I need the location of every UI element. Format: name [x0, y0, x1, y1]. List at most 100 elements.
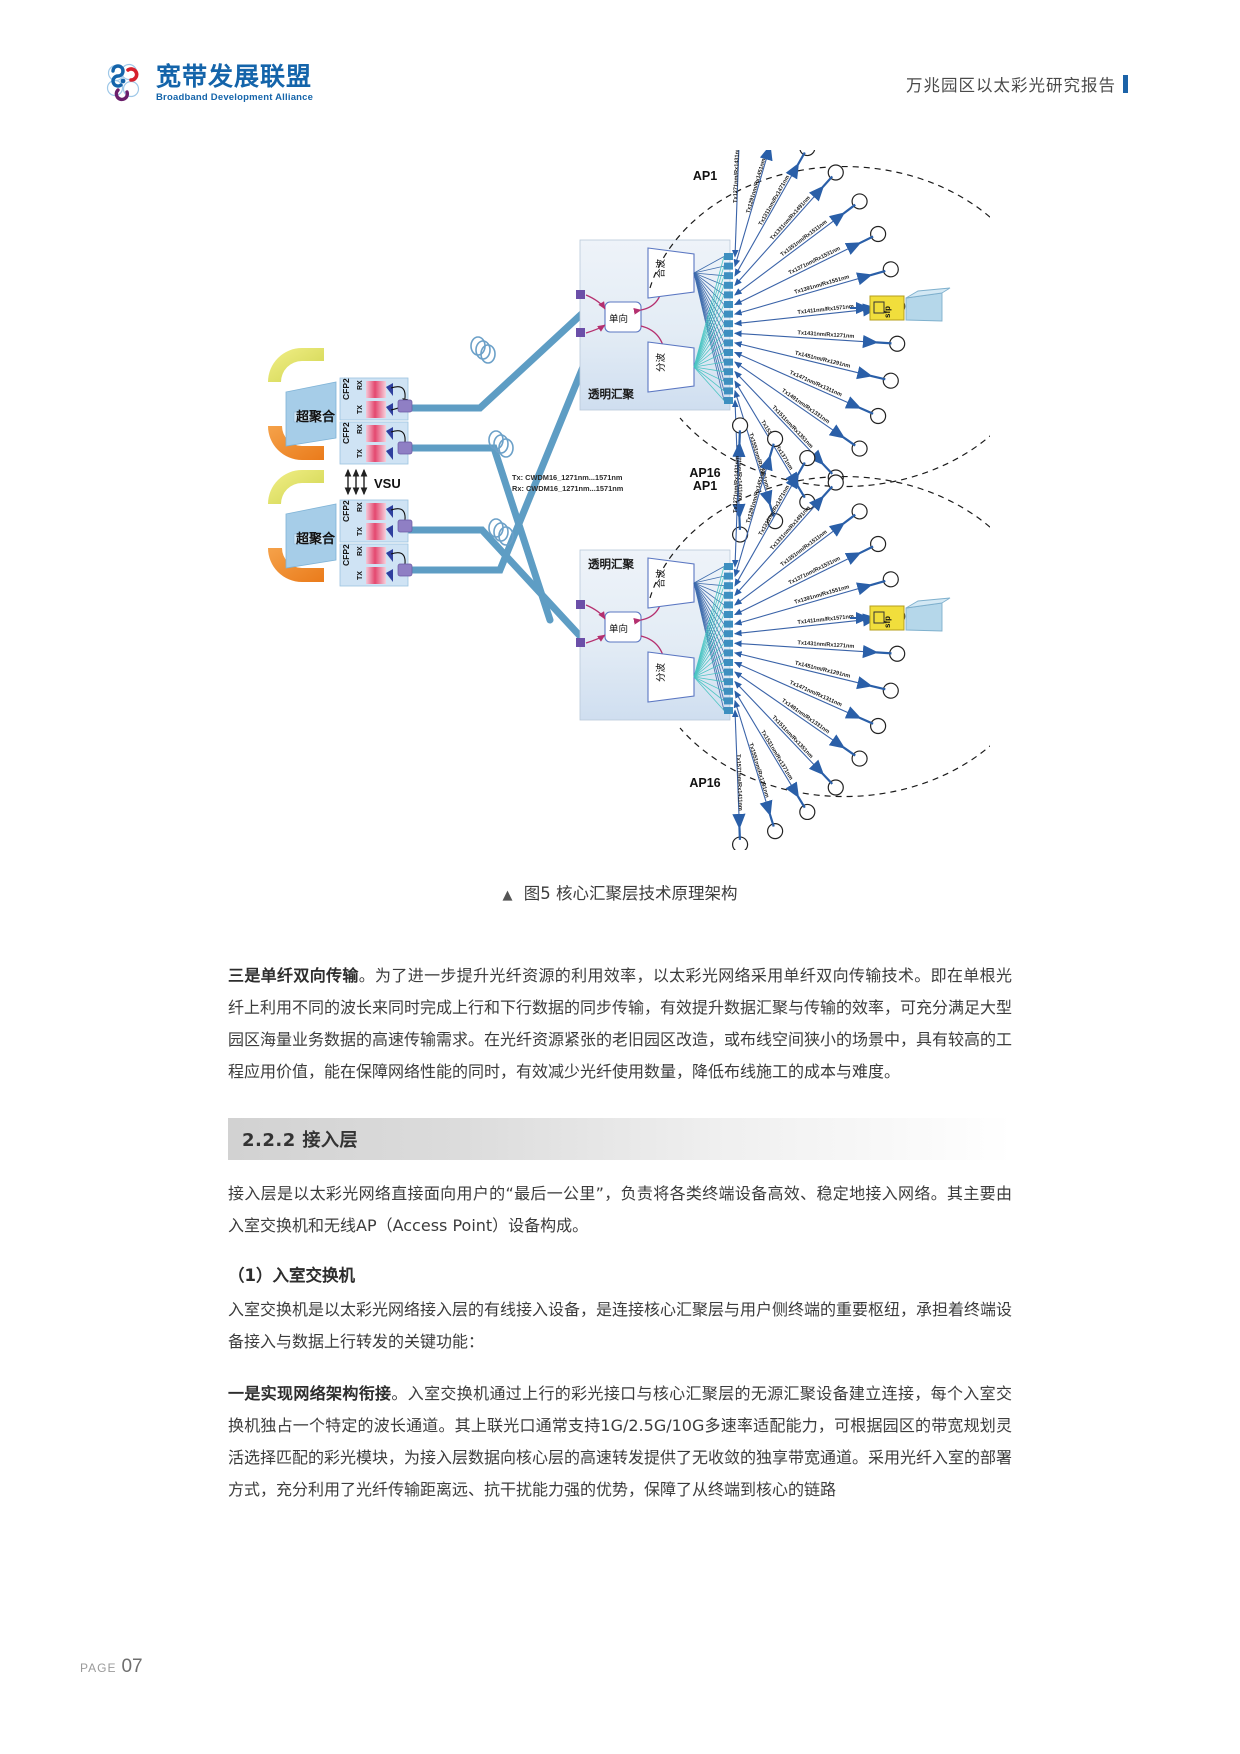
- page-number: 07: [121, 1656, 143, 1677]
- tx-label-3: TX: [357, 527, 364, 536]
- tx-label-2: TX: [357, 449, 364, 458]
- combine-label-upper: 合波: [655, 258, 667, 278]
- sfp-ap-device-lower: sfp: [850, 597, 951, 632]
- paragraph-1-body: 。为了进一步提升光纤资源的利用效率，以太彩光网络采用单纤双向传输技术。即在单根光…: [228, 966, 1013, 1081]
- super-aggregation-label-lower: 超聚合: [296, 531, 336, 547]
- aggregation-port: [724, 368, 733, 376]
- brand-logo: 宽带发展联盟 Broadband Development Alliance: [104, 62, 313, 104]
- ap-node: [889, 335, 906, 352]
- ap-wavelength-link: [733, 341, 891, 382]
- cfp2-label-1: CFP2: [341, 378, 351, 400]
- ap-node: [799, 139, 816, 157]
- ap-node: [851, 503, 868, 520]
- page-label: PAGE: [80, 1661, 117, 1675]
- wavelength-label: Tx1451nm/Rx1291nm: [794, 350, 851, 369]
- aggregation-port: [724, 601, 733, 609]
- aggregation-port: [724, 272, 733, 280]
- paragraph-single-fiber-bidirectional: 三是单纤双向传输。为了进一步提升光纤资源的利用效率，以太彩光网络采用单纤双向传输…: [228, 960, 1012, 1088]
- aggregation-port: [724, 668, 733, 676]
- paragraph-4-body: 。入室交换机通过上行的彩光接口与核心汇聚层的无源汇聚设备建立连接，每个入室交换机…: [228, 1384, 1013, 1499]
- cfp2-label-2: CFP2: [341, 422, 351, 444]
- aggregation-port: [724, 630, 733, 638]
- fiber-coil-icons: [470, 336, 514, 546]
- ap-node: [882, 682, 899, 699]
- aggregation-port: [724, 707, 733, 714]
- super-aggregation-switch-upper: 超聚合 CFP2 RX TX CFP2 RX TX: [268, 348, 413, 465]
- aggregation-port: [724, 320, 733, 328]
- logo-chinese-name: 宽带发展联盟: [156, 61, 313, 91]
- wavelength-label: Tx1371nm/Rx1531nm: [788, 556, 842, 587]
- diagram-svg: 超聚合 CFP2 RX TX CFP2 RX TX: [268, 107, 1045, 853]
- aggregation-port: [724, 563, 733, 570]
- aggregation-port: [724, 611, 733, 618]
- transparent-aggregation-block-upper: 透明汇聚 单向 合波 分波: [576, 107, 1045, 543]
- ap-node: [870, 225, 887, 243]
- caption-text: 图5 核心汇聚层技术原理架构: [523, 884, 738, 903]
- ap-first-label-upper: AP1: [693, 169, 717, 183]
- ap-node: [882, 571, 899, 588]
- aggregation-port: [724, 262, 733, 270]
- aggregation-port: [724, 339, 733, 347]
- split-label-lower: 分波: [655, 663, 667, 683]
- transparent-aggregation-label-lower: 透明汇聚: [588, 557, 634, 571]
- combine-label-lower: 合波: [655, 569, 667, 589]
- wavelength-label: Tx1391nm/Rx1551nm: [794, 584, 850, 605]
- tx-label-1: TX: [357, 405, 364, 414]
- aggregation-port: [724, 649, 733, 657]
- tx-label-4: TX: [357, 571, 364, 580]
- vsu-label: VSU: [374, 476, 401, 491]
- ap-node: [870, 407, 887, 425]
- ap-last-label-upper: AP16: [689, 466, 720, 480]
- transparent-aggregation-label-upper: 透明汇聚: [588, 387, 634, 401]
- cfp2-label-4: CFP2: [341, 544, 351, 566]
- aggregation-port: [724, 253, 733, 260]
- aggregation-port: [724, 329, 733, 337]
- wavelength-label: Tx1391nm/Rx1551nm: [794, 274, 850, 295]
- sfp-label-upper: sfp: [883, 306, 892, 318]
- wavelength-label: Tx1471nm/Rx1311nm: [788, 680, 842, 708]
- wavelength-label: Tx1371nm/Rx1531nm: [788, 246, 842, 277]
- ap-node: [767, 513, 784, 530]
- aggregation-port: [724, 639, 733, 647]
- paragraph-network-architecture: 一是实现网络架构衔接。入室交换机通过上行的彩光接口与核心汇聚层的无源汇聚设备建立…: [228, 1378, 1012, 1506]
- unidirectional-label-lower: 单向: [609, 623, 628, 635]
- document-running-title: 万兆园区以太彩光研究报告: [906, 72, 1128, 96]
- split-label-upper: 分波: [655, 352, 667, 372]
- ap-node: [851, 440, 868, 457]
- wavelength-label: Tx1431nm/Rx1271nm: [797, 640, 854, 650]
- rx-label-2: RX: [357, 424, 364, 434]
- rx-label-1: RX: [357, 380, 364, 390]
- unidirectional-label-upper: 单向: [609, 313, 628, 325]
- ap-node: [882, 261, 899, 278]
- aggregation-port: [724, 697, 733, 705]
- figure-core-aggregation-diagram: 超聚合 CFP2 RX TX CFP2 RX TX: [250, 107, 1045, 853]
- aggregation-port: [724, 301, 733, 308]
- super-aggregation-switch-lower: 超聚合 CFP2 RX TX CFP2 RX TX: [268, 470, 413, 587]
- aggregation-port: [724, 291, 733, 299]
- page-header: 宽带发展联盟 Broadband Development Alliance 万兆…: [0, 0, 1240, 140]
- fiber-tx-label: Tx: CWDM16_1271nm...1571nm: [512, 473, 623, 482]
- title-accent-bar: [1123, 75, 1128, 93]
- sfp-label-lower: sfp: [883, 616, 892, 628]
- running-title-text: 万兆园区以太彩光研究报告: [906, 76, 1116, 95]
- aggregation-port: [724, 591, 733, 599]
- ap-node: [851, 750, 868, 767]
- ap-last-label-lower: AP16: [689, 776, 720, 790]
- alliance-logo-icon: [104, 62, 146, 104]
- logo-english-name: Broadband Development Alliance: [156, 91, 314, 103]
- vsu-link: VSU: [344, 468, 401, 496]
- ap-node: [767, 823, 784, 840]
- rx-label-4: RX: [357, 546, 364, 556]
- aggregation-port: [724, 377, 733, 385]
- aggregation-port: [724, 281, 733, 289]
- section-heading-access-layer: 2.2.2 接入层: [228, 1118, 1012, 1160]
- paragraph-1-lead: 三是单纤双向传输: [228, 966, 359, 985]
- wavelength-label: Tx1451nm/Rx1291nm: [794, 660, 851, 679]
- aggregation-port: [724, 572, 733, 580]
- ap-node: [851, 193, 868, 210]
- ap-node: [870, 535, 887, 553]
- figure-caption: ▲ 图5 核心汇聚层技术原理架构: [0, 880, 1240, 904]
- ap-wavelength-link: [733, 651, 891, 692]
- aggregation-port: [724, 310, 733, 318]
